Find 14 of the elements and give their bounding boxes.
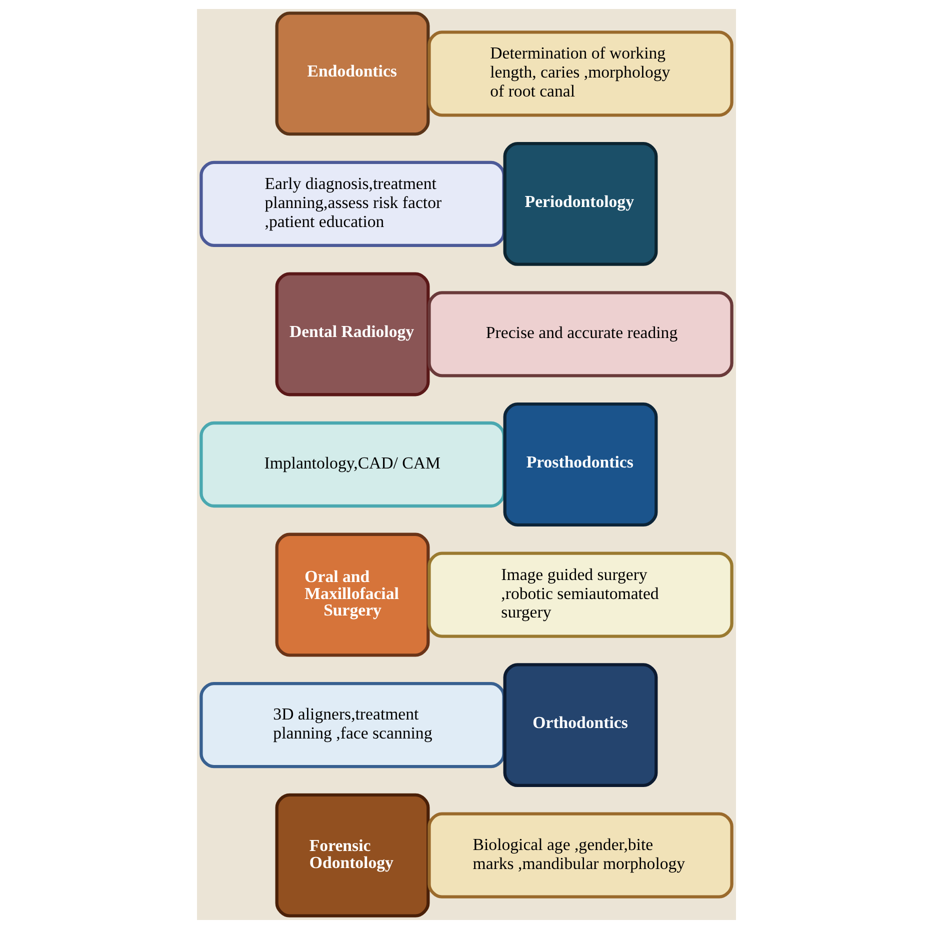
node-box: Implantology,CAD/ CAM: [200, 420, 506, 508]
node-box: Orthodontics: [503, 662, 658, 787]
node-box: Forensic Odontology: [275, 792, 430, 917]
node-box: Image guided surgery ,robotic semiautomated surgery: [428, 551, 734, 638]
node-box: Early diagnosis,treatment planning,assess risk factor ,patient education: [200, 160, 506, 246]
node-box: Oral and Maxillofacial Surgery: [275, 532, 430, 656]
node-box: Dental Radiology: [275, 272, 430, 396]
node-box: Prosthodontics: [503, 402, 658, 526]
node-box: Precise and accurate reading: [428, 290, 734, 377]
node-box: Periodontology: [503, 141, 658, 266]
node-box: Biological age ,gender,bite marks ,mandibular morphology: [428, 812, 734, 898]
node-box: Determination of working length, caries ,morphology of root canal: [428, 30, 734, 116]
node-box: 3D aligners,treatment planning ,face scanning: [200, 682, 506, 768]
node-box: Endodontics: [275, 11, 430, 136]
